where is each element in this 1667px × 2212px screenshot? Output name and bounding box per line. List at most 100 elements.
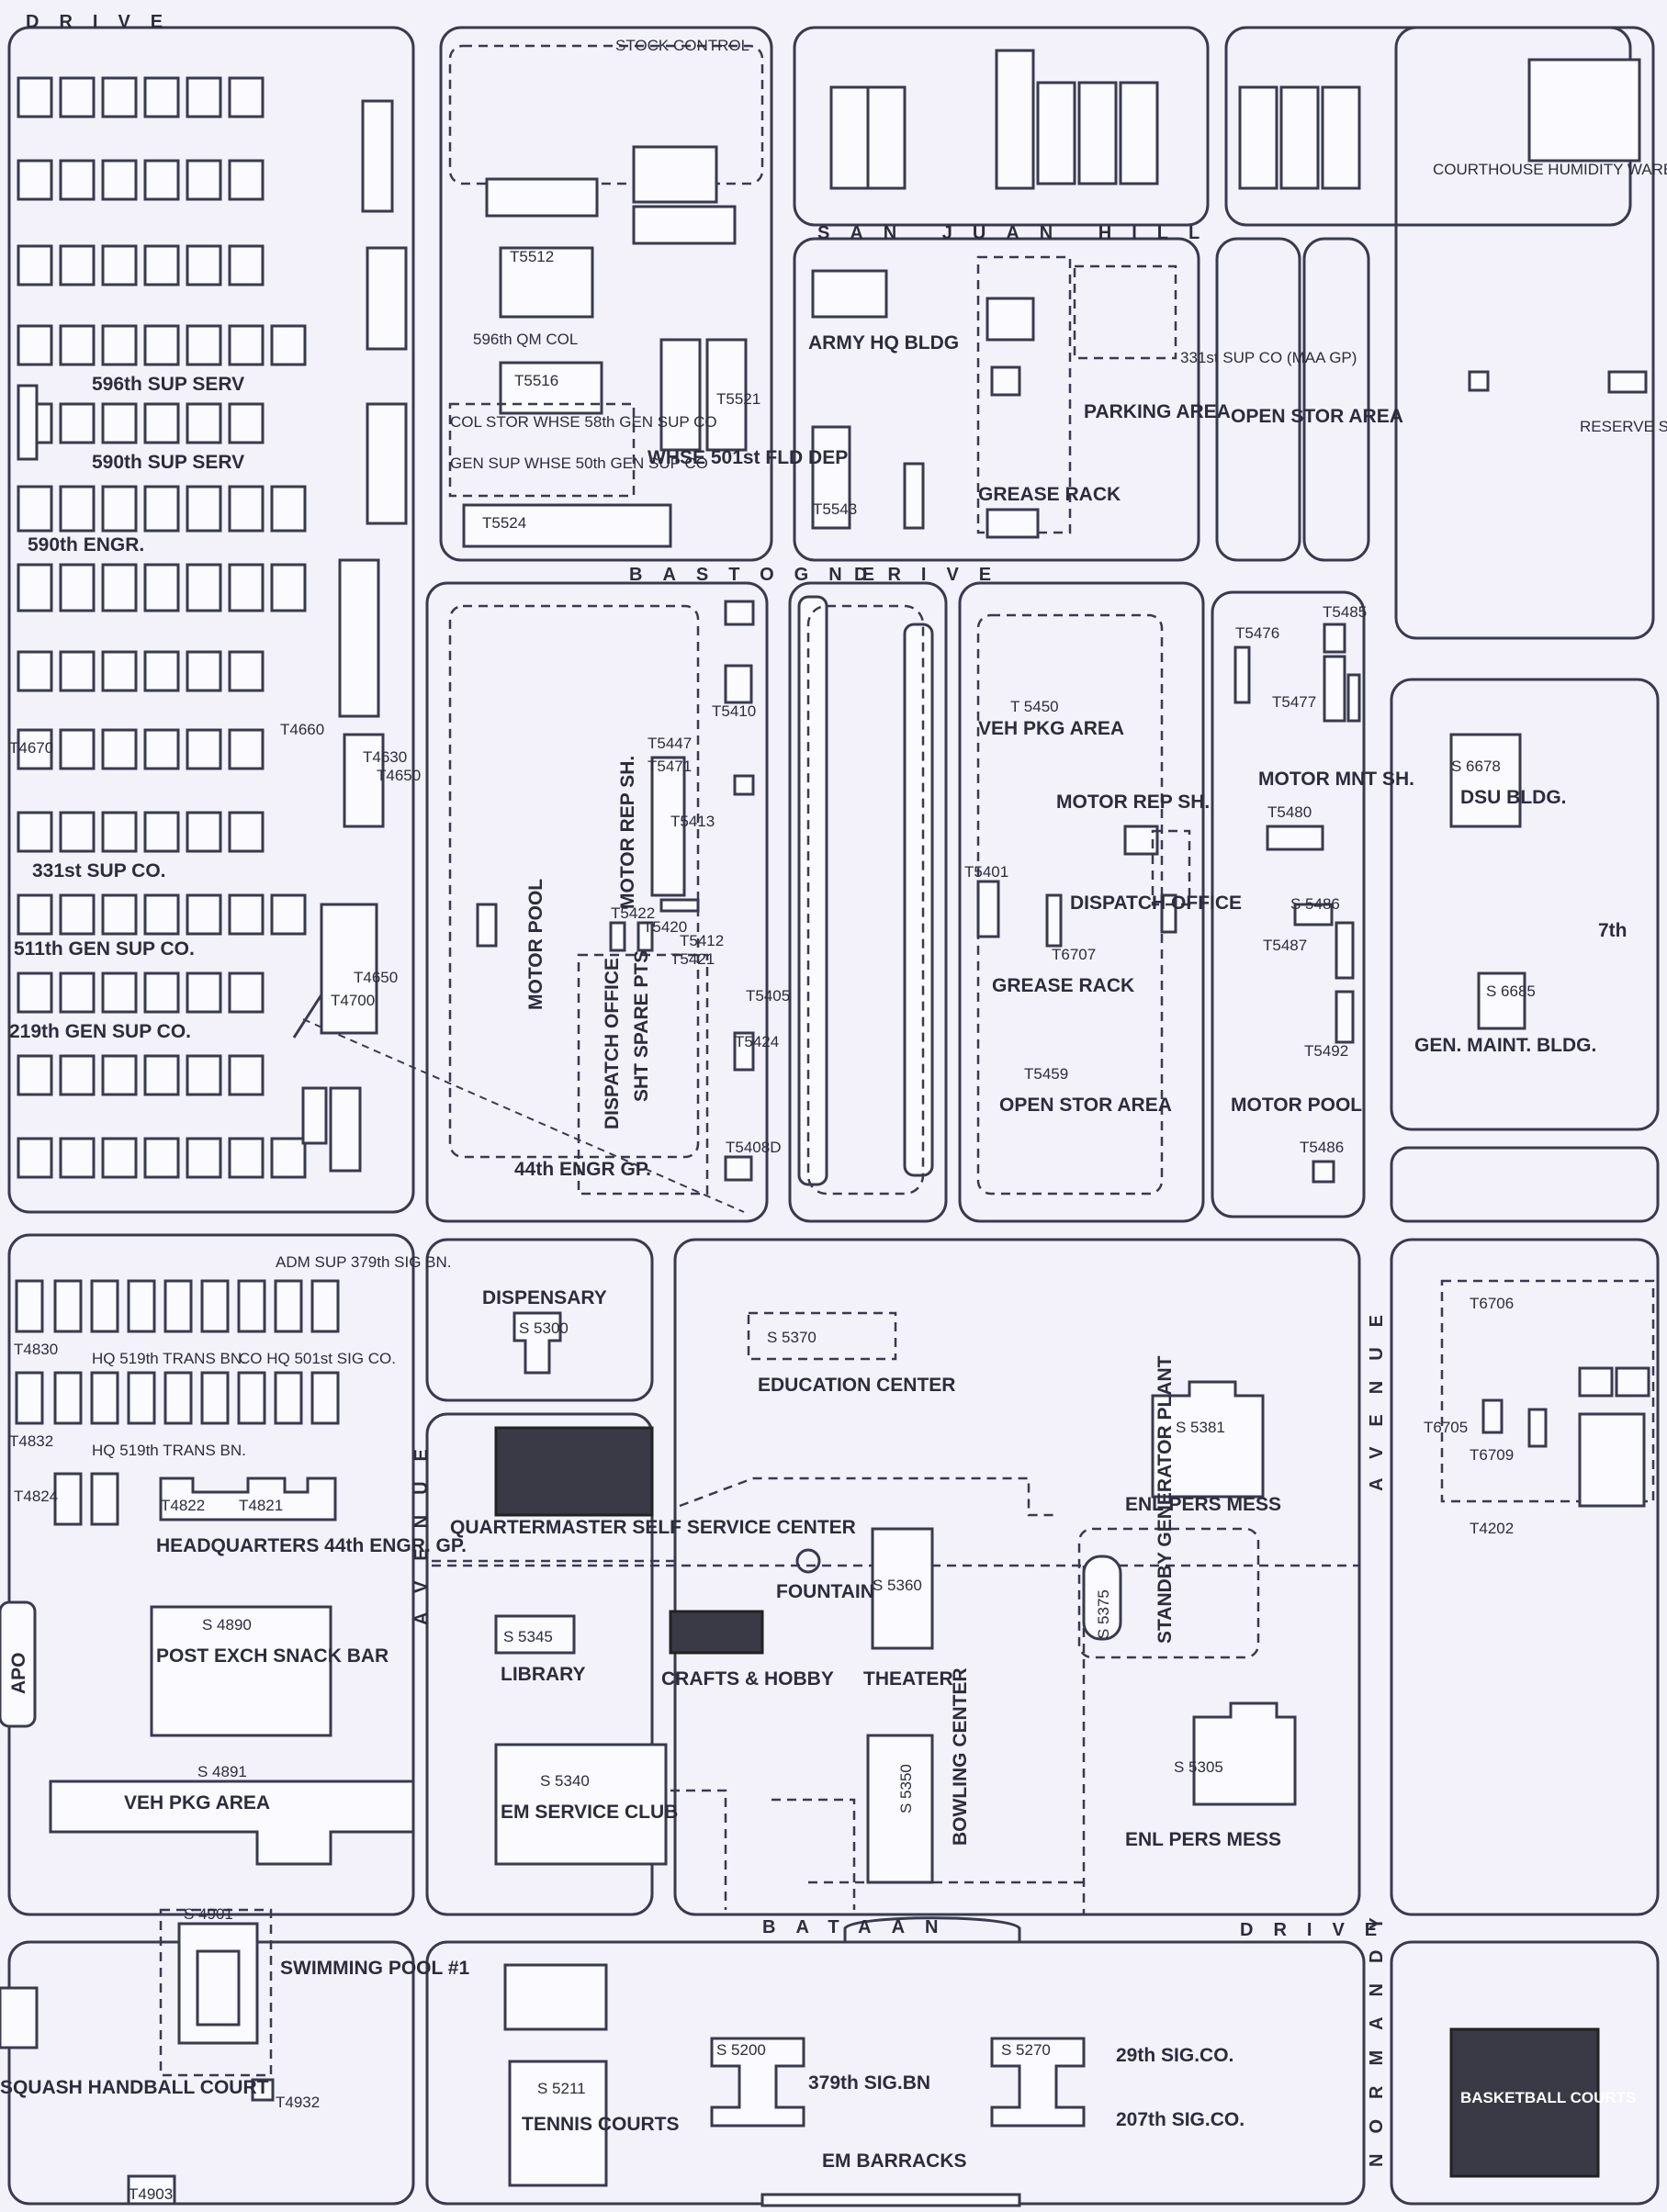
bld-t5552 [632,205,737,245]
bld-flag-mnt [485,177,599,218]
bld-t5430 [476,903,498,948]
bld-t6705 [1527,1408,1548,1448]
label-open-stor-id: T5459 [1024,1065,1068,1083]
building-id-label: T5413 [670,813,715,830]
bld-t5424 [724,1155,753,1182]
label-standby-id: S 5375 [1095,1589,1112,1639]
south-barracks [503,1963,1086,2207]
bld-t4500 [366,402,408,525]
bld-s5486 [1335,921,1355,980]
label-gen-sup-whse: GEN SUP WHSE 50th GEN SUP CO [450,455,708,472]
building-id-label: T4650 [377,767,421,784]
label-theater: THEATER [863,1668,953,1690]
bld-s6678 [1449,733,1522,828]
building-id-label: T5410 [712,702,756,720]
building-id-label: T4824 [14,1488,58,1505]
label-7th: 7th [1598,920,1628,941]
building-id-label: T4822 [161,1497,205,1514]
label-motor-rep-sh: MOTOR REP SH. [1056,792,1210,813]
bld-education [747,1311,897,1361]
bld-t5492 [1312,1160,1335,1184]
label-crafts: CRAFTS & HOBBY [661,1668,834,1690]
label-em-barracks: EM BARRACKS [822,2150,967,2172]
label-post-exch: POST EXCH SNACK BAR [156,1645,389,1667]
northwest-buildings [17,76,408,1179]
label-hq-519: HQ 519th TRANS BN. [92,1350,246,1367]
building-id-label: T4650 [354,969,398,986]
bld-dispensary [512,1311,562,1375]
label-library-id: S 5345 [503,1628,553,1645]
bld-army-hq-annex [811,269,888,319]
center-facilities [432,1311,1359,1942]
bld-tennis [508,2060,608,2187]
label-post-exch-id: S 4890 [202,1616,252,1634]
bld-standby [1082,1555,1122,1641]
block-motor-pool-east [1211,590,1366,1218]
label-sup-co-331: 331st SUP CO (MAA GP) [1180,349,1357,366]
bld-enl-mess-1 [1151,1380,1265,1499]
label-dispensary: DISPENSARY [482,1287,607,1308]
label-engr-gp: 44th ENGR GP. [514,1159,651,1180]
warehouse-row-4 [17,324,307,366]
label-swimming-id: S 4901 [184,1905,233,1923]
label-gen-sup-co-219: 219th GEN SUP CO. [9,1021,191,1042]
motor-pool-buildings [448,600,755,1196]
building-id-label: T4832 [9,1432,53,1450]
bld-theater [871,1527,934,1650]
southeast-buildings [1440,1279,1655,2178]
label-avenue-right: AVENUE [1367,1295,1387,1491]
building-id-label: T5420 [643,918,687,936]
label-enl-mess-2-id: S 5305 [1174,1758,1223,1776]
hq-row-2 [15,1371,340,1425]
label-normandy: NORMANDY [1367,1897,1387,2167]
label-dsu: DSU BLDG. [1460,787,1567,808]
bld-t4450 [366,246,408,351]
bld-t5476 [1323,655,1346,723]
bld-sof [1578,1412,1646,1508]
building-id-label: T5521 [716,390,760,408]
block-north-center [793,26,1210,227]
bld-apo [0,1600,37,1728]
bld-bowling [866,1734,934,1884]
warehouse-row-1 [17,76,265,118]
label-sup-co-331-b: 331st SUP CO. [32,860,166,881]
warehouse-row-8 [17,650,265,692]
warehouse-row-13 [17,1054,265,1096]
bennett-median [797,595,934,1196]
building-id-label: T4821 [239,1497,283,1514]
building-id-label: T5408D [726,1139,781,1156]
building-id-label: T5421 [670,950,715,968]
label-motor-pool: MOTOR POOL [525,879,546,1010]
building-id-labels: T4630T4650T4660T4670T4700T4650T4830T4832… [9,248,1514,2203]
fountain-marker [795,1548,821,1574]
label-sup-serv-590: 590th SUP SERV [92,452,244,473]
building-id-label: T5487 [1263,937,1307,954]
label-col-stor: COL STOR WHSE 58th GEN SUP CO [450,413,717,431]
label-engr-590: 590th ENGR. [28,534,144,556]
bld-basketball [1449,2027,1600,2178]
dsu-buildings [1449,733,1526,1030]
bld-t6706 [1481,1398,1504,1434]
building-id-label: T5485 [1323,603,1367,621]
warehouse-row-11 [17,893,307,936]
warehouse-row-3 [17,244,265,286]
label-bastogne-drive: DRIVE [854,565,1011,585]
label-handball: SQUASH HANDBALL COURT [0,2077,269,2098]
label-library: LIBRARY [501,1664,586,1685]
warehouse-row-10 [17,811,265,853]
warehouse-row-7 [17,563,307,612]
bld-t451 [301,1086,328,1145]
label-barracks-2-unit-b: 207th SIG.CO. [1116,2109,1245,2130]
bld-t5421 [609,921,626,952]
bld-t4700 [320,903,378,1035]
building-id-label: T6705 [1424,1419,1468,1436]
warehouse-row-12 [17,971,265,1014]
label-qm-col: 596th QM COL [473,331,578,348]
label-bataan: BATAAN [762,1917,958,1937]
bld-t5401 [1045,893,1063,948]
northeast-buildings [1468,58,1648,394]
walk-mall [432,1564,1359,1914]
label-veh-pkg-id: S 4891 [197,1763,247,1780]
building-id-label: T4202 [1470,1520,1514,1537]
label-motor-pool-2: MOTOR POOL [1231,1095,1362,1116]
